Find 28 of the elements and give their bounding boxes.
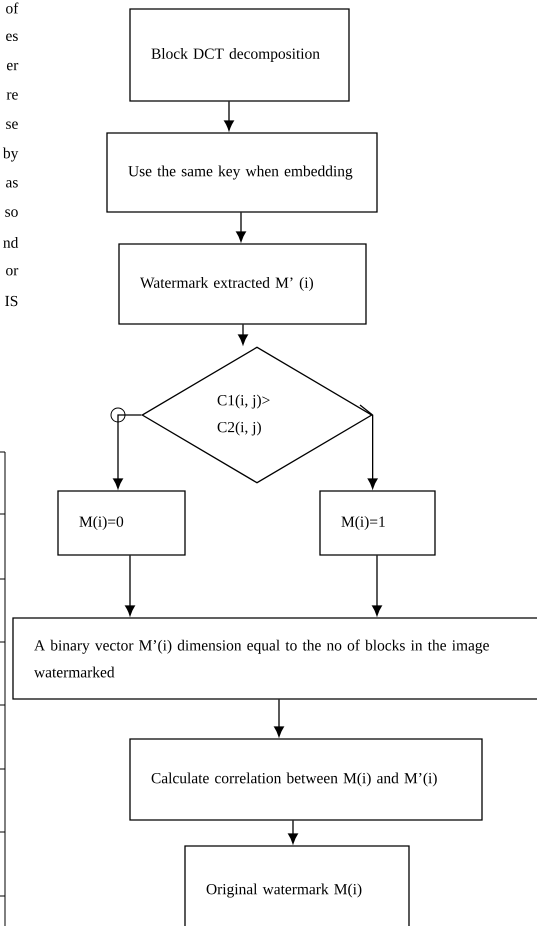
arrow (274, 700, 284, 737)
arrow (288, 820, 298, 844)
process-box: Calculate correlation between M(i) and M’(i) (129, 738, 483, 821)
text-fragment: se (6, 122, 18, 129)
text-fragment: nd (3, 236, 18, 248)
arrow (110, 408, 142, 489)
arrow (238, 324, 248, 345)
arrow (360, 404, 378, 489)
arrow (125, 556, 135, 616)
process-box: Watermark extracted M’ (i) (118, 243, 367, 325)
process-box: A binary vector M’(i) dimension equal to the no of blocks in the image watermarked (12, 617, 537, 700)
text-fragment: es (6, 34, 18, 42)
text-fragment: by (2, 147, 18, 162)
text-fragment: so (5, 209, 18, 217)
arrow (236, 212, 246, 242)
process-box: Use the same key when embedding (106, 132, 378, 213)
process-box: M(i)=1 (319, 490, 436, 556)
text-fragment: or (6, 268, 18, 276)
arrow (372, 556, 382, 616)
process-box: Original watermark M(i) (184, 845, 410, 926)
text-fragment: IS (5, 296, 18, 306)
text-fragment: re (6, 92, 18, 100)
text-fragment: as (6, 180, 18, 188)
text-fragment: of (6, 2, 18, 14)
process-box: Block DCT decomposition (129, 8, 350, 102)
arrow (224, 102, 234, 131)
text-fragment: er (6, 62, 18, 70)
process-box: M(i)=0 (57, 490, 186, 556)
